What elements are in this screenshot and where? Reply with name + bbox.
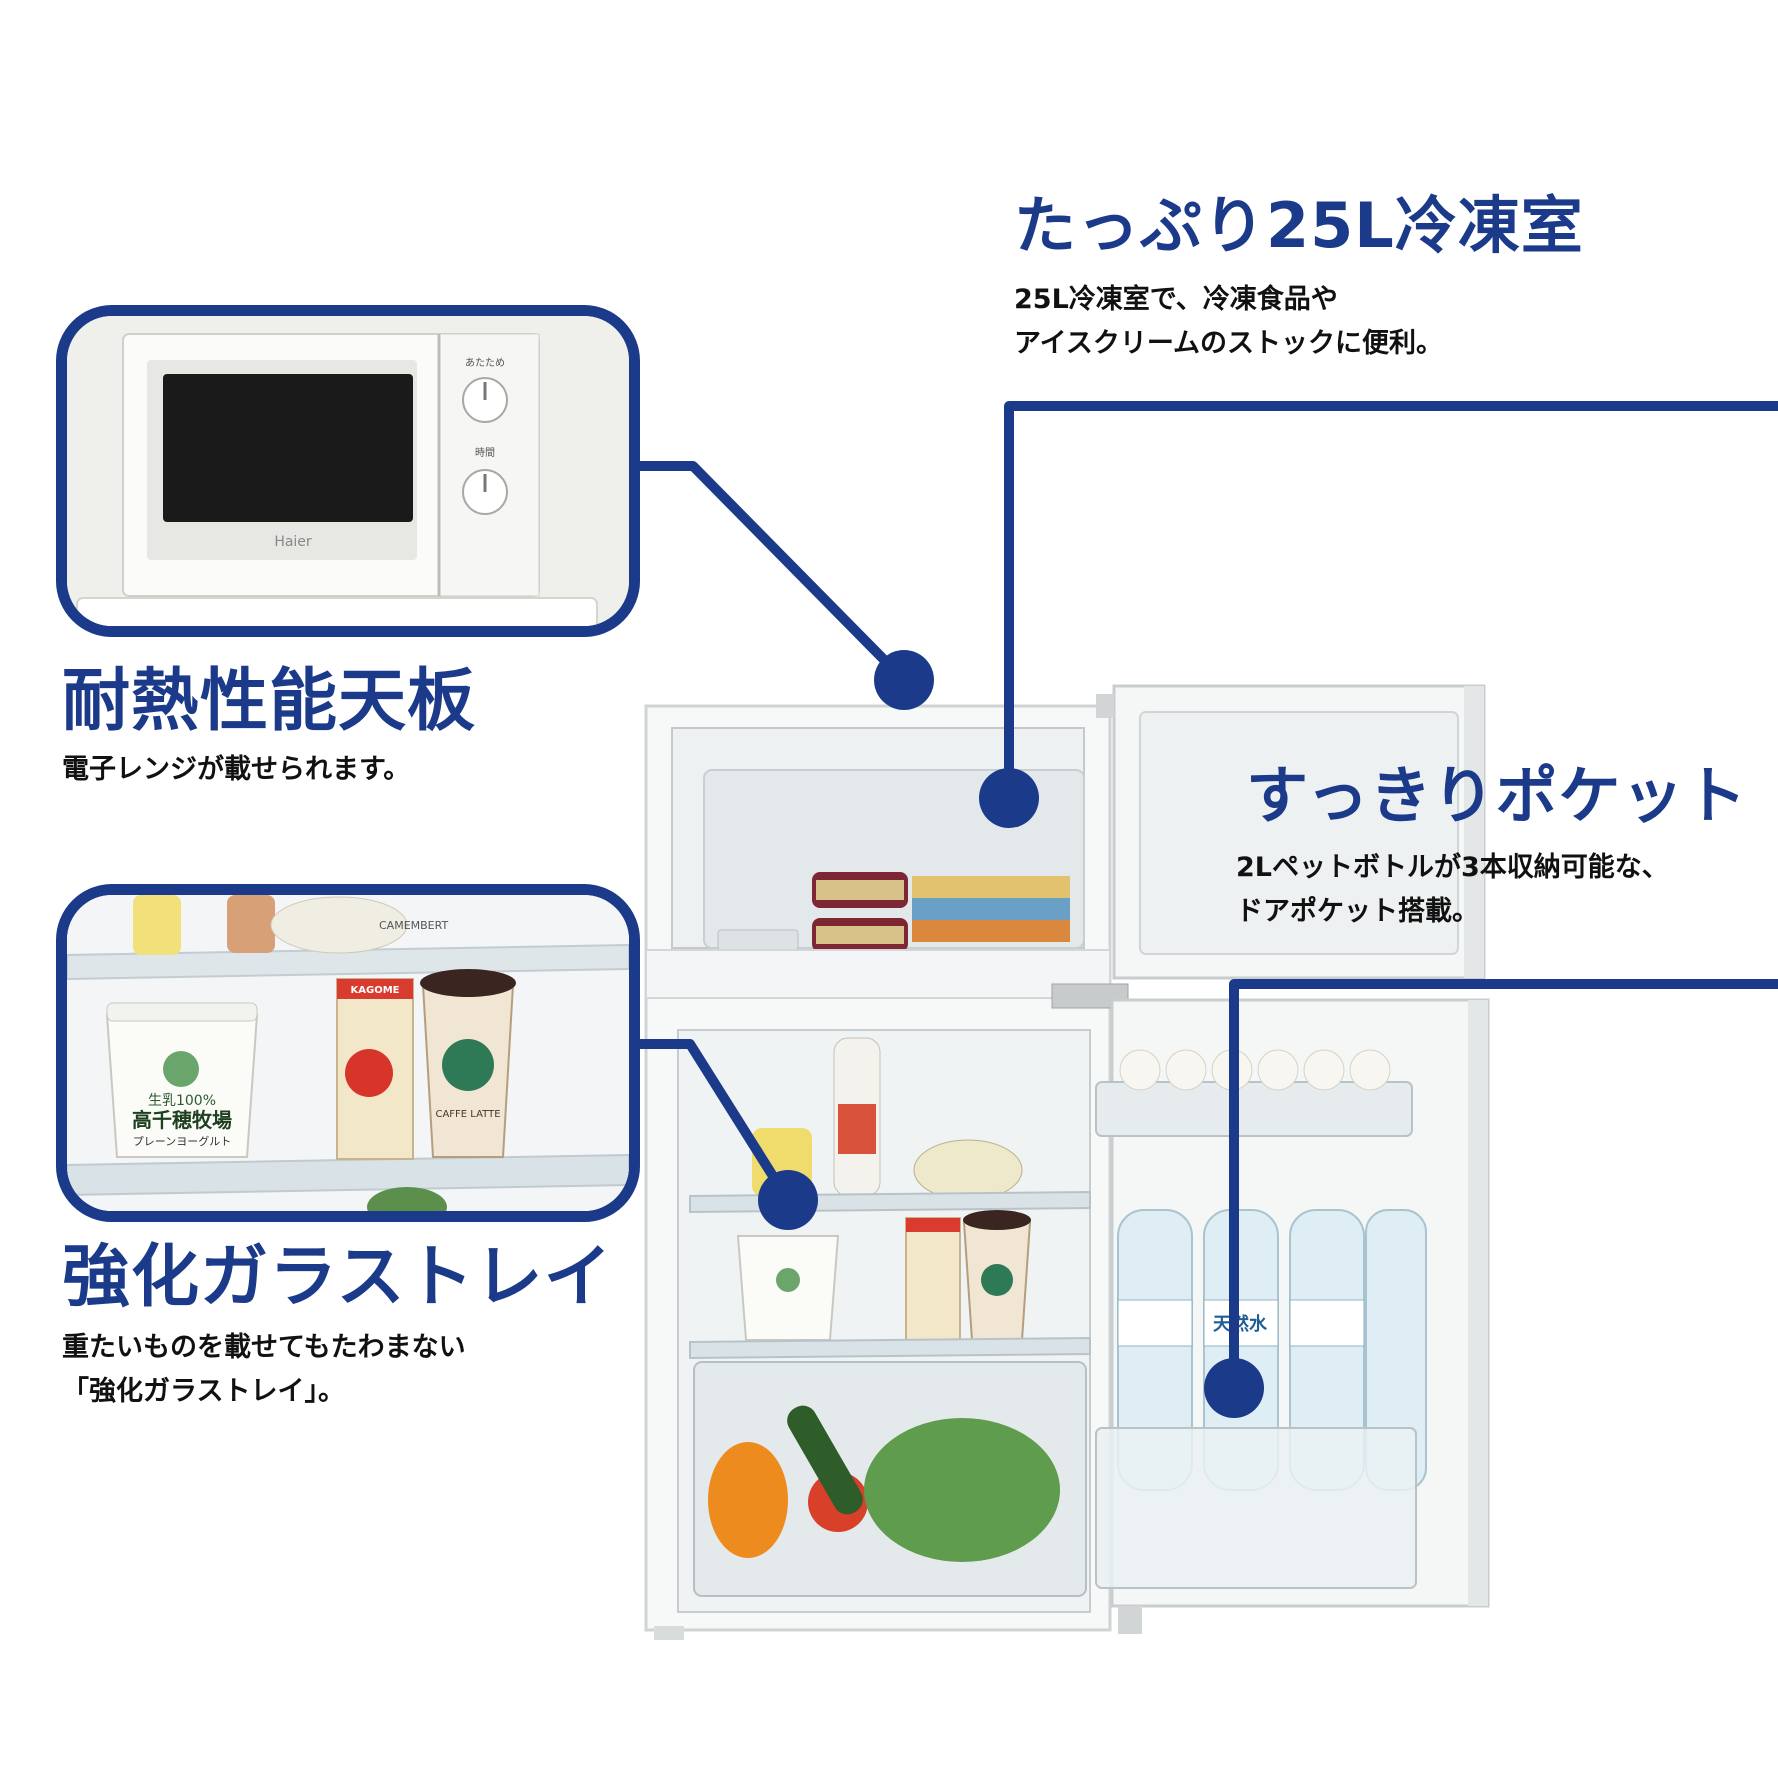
freezer-feature-title: たっぷり25L冷凍室 bbox=[1014, 189, 1584, 262]
top-plate-feature-title: 耐熱性能天板 bbox=[62, 662, 477, 741]
yogurt-sub: プレーンヨーグルト bbox=[133, 1134, 231, 1148]
freezer-desc-line-1: 25L冷凍室で、冷凍食品や bbox=[1014, 284, 1338, 315]
yogurt-name: 高千穂牧場 bbox=[132, 1108, 232, 1132]
bell-pepper bbox=[708, 1442, 788, 1558]
leader-freezer bbox=[1004, 401, 1778, 798]
egg-pocket bbox=[1095, 1081, 1413, 1137]
glass-shelf-2 bbox=[689, 1336, 1091, 1360]
marker-top-plate bbox=[874, 650, 934, 710]
door-pocket bbox=[1095, 1427, 1417, 1589]
glass-tray-feature-title: 強化ガラストレイ bbox=[62, 1238, 613, 1317]
glass-tray-feature-desc: 重たいものを載せてもたわまない 「強化ガラストレイ」。 bbox=[62, 1326, 466, 1414]
marker-door-pocket bbox=[1204, 1358, 1264, 1418]
leader-door-pocket bbox=[1229, 979, 1778, 1388]
marker-freezer bbox=[979, 768, 1039, 828]
microwave-brand: Haier bbox=[274, 534, 312, 550]
microwave-illustration: あたため 時間 Haier bbox=[67, 316, 629, 626]
door-pocket-feature-title: すっきりポケット bbox=[1246, 759, 1748, 832]
door-pocket-feature-desc: 2Lペットボトルが3本収納可能な、 ドアポケット搭載。 bbox=[1236, 846, 1669, 934]
door-pocket-desc-line-1: 2Lペットボトルが3本収納可能な、 bbox=[1236, 852, 1669, 883]
freezer-desc-line-2: アイスクリームのストックに便利。 bbox=[1014, 328, 1444, 359]
glass-tray-inset: CAMEMBERT 生乳100% 高千穂牧場 プレーンヨーグルト KAGOME … bbox=[56, 884, 640, 1222]
microwave-window bbox=[163, 374, 413, 522]
yogurt-label: 生乳100% bbox=[148, 1093, 216, 1109]
leader-top-plate bbox=[640, 461, 908, 684]
microwave-inset: あたため 時間 Haier bbox=[56, 305, 640, 637]
glass-tray-desc-line-2: 「強化ガラストレイ」。 bbox=[62, 1376, 345, 1407]
coffee-label: CAFFE LATTE bbox=[435, 1109, 500, 1120]
door-pocket-desc-line-2: ドアポケット搭載。 bbox=[1236, 896, 1479, 927]
dial1-label: あたため bbox=[465, 357, 505, 369]
glass-tray-desc-line-1: 重たいものを載せてもたわまない bbox=[62, 1332, 466, 1363]
leader-glass-tray bbox=[640, 1039, 793, 1203]
lower-glass-shelf bbox=[67, 1153, 629, 1197]
water-label: 天然水 bbox=[1213, 1313, 1268, 1335]
glass-shelf-1 bbox=[689, 1190, 1091, 1214]
marker-glass-tray bbox=[758, 1170, 818, 1230]
top-plate-desc-line-1: 電子レンジが載せられます。 bbox=[62, 754, 411, 785]
juice-brand: KAGOME bbox=[351, 985, 400, 996]
freezer-feature-desc: 25L冷凍室で、冷凍食品や アイスクリームのストックに便利。 bbox=[1014, 278, 1443, 366]
frozen-food-pack-1 bbox=[912, 876, 1070, 898]
fridge-closeup-illustration: CAMEMBERT 生乳100% 高千穂牧場 プレーンヨーグルト KAGOME … bbox=[67, 895, 629, 1211]
cheese-label: CAMEMBERT bbox=[379, 919, 448, 932]
dial2-label: 時間 bbox=[475, 447, 495, 459]
lettuce bbox=[864, 1418, 1060, 1562]
top-plate-feature-desc: 電子レンジが載せられます。 bbox=[62, 748, 410, 792]
